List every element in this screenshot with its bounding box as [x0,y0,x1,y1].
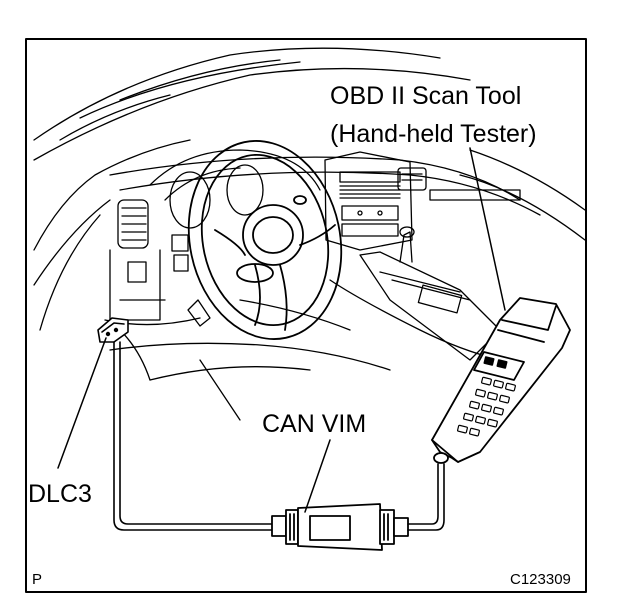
dlc3-label: DLC3 [28,480,92,508]
can-vim-leader [304,439,331,513]
scan-tool-label-line1: OBD II Scan Tool [330,82,522,110]
dlc3-cable [113,341,273,531]
steering-wheel [187,140,343,340]
scan-tool-leader [469,147,506,311]
corner-mark: P [32,571,43,588]
scan-tool [431,297,571,464]
can-vim-module [271,503,409,551]
scan-tool-cable [407,463,445,531]
dlc3-connector [97,317,129,343]
dlc3-leader [57,337,107,469]
dashboard-illustration [33,47,586,421]
leader-lines [57,147,506,513]
scan-tool-label-line2: (Hand-held Tester) [330,120,537,148]
figure-code: C123309 [510,571,571,588]
figure-frame [25,38,587,593]
can-vim-label: CAN VIM [262,410,367,438]
scan-tool-keypad [457,376,516,437]
